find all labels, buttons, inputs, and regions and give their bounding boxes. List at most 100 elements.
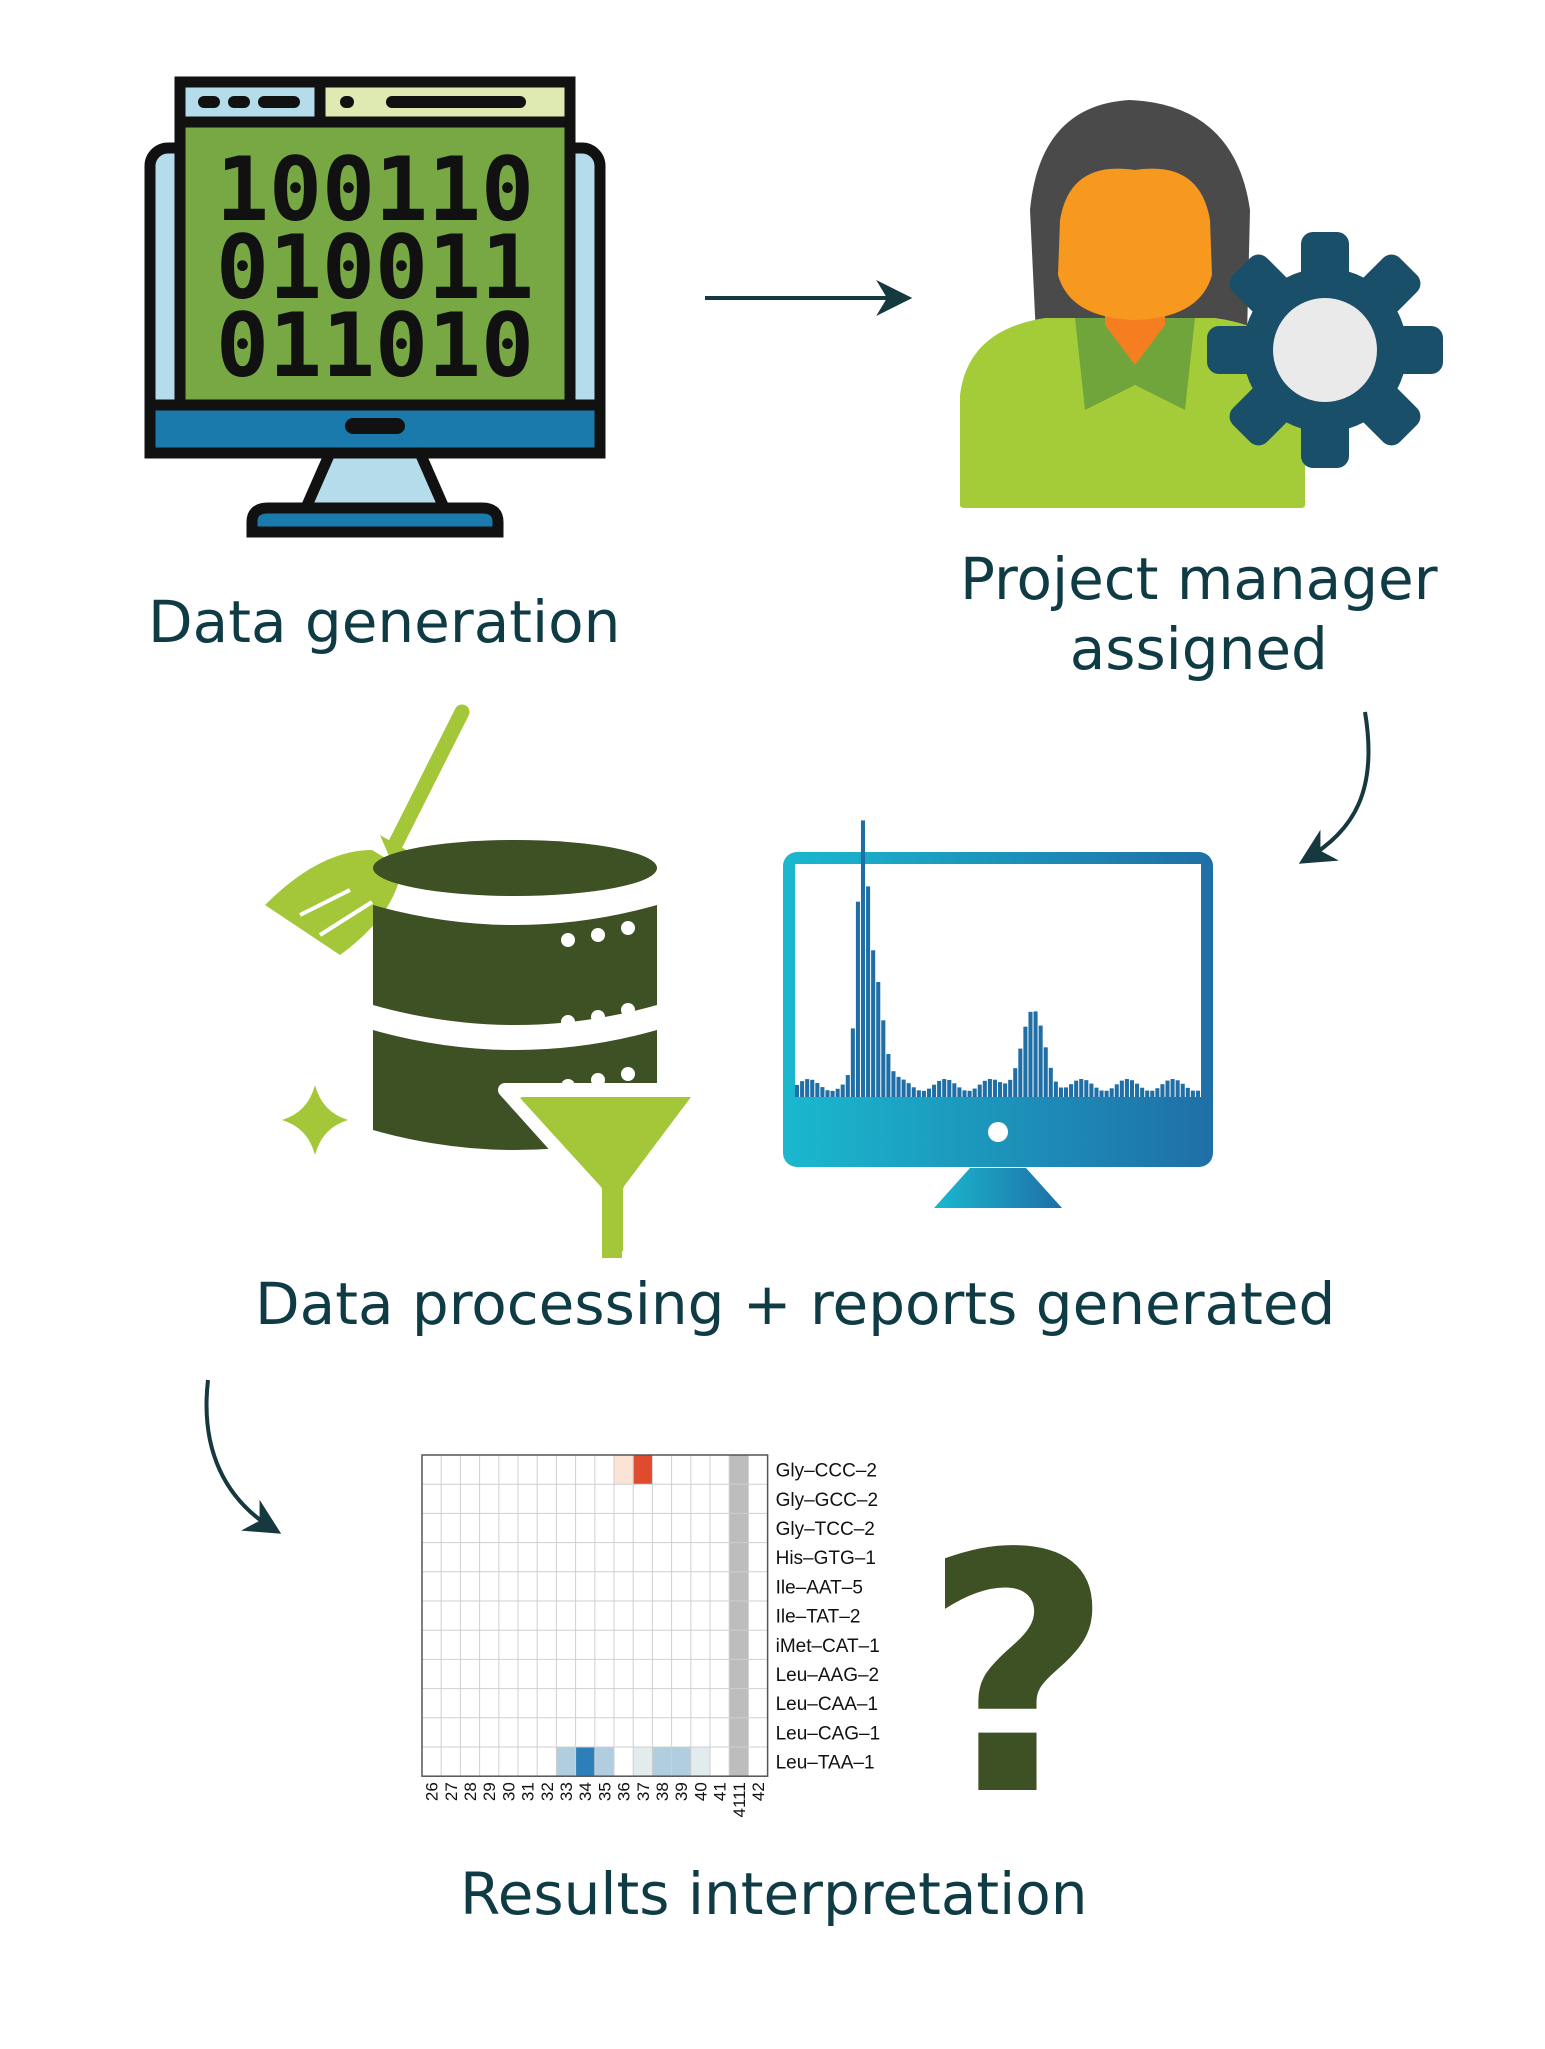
- histogram-bar: [1129, 1080, 1135, 1097]
- histogram-bar: [1033, 1011, 1038, 1097]
- heatmap-column-label: 36: [615, 1782, 634, 1801]
- gear-icon: [1207, 232, 1443, 468]
- histogram-bar: [1170, 1079, 1175, 1097]
- heatmap-cell: [652, 1747, 672, 1777]
- heatmap-column-label: 29: [480, 1782, 499, 1801]
- histogram-bar: [906, 1083, 911, 1097]
- question-mark: ?: [922, 1484, 1113, 1868]
- histogram-bar: [1165, 1080, 1170, 1097]
- heatmap-column-label: 39: [672, 1782, 691, 1801]
- heatmap-cell: [671, 1747, 691, 1777]
- heatmap-row-label: Leu–AAG–2: [776, 1665, 880, 1686]
- histogram-bar: [1043, 1047, 1048, 1097]
- histogram-bar: [932, 1084, 937, 1097]
- histogram-bar: [891, 1071, 896, 1097]
- histogram-bar: [805, 1079, 810, 1097]
- histogram-bar: [825, 1090, 830, 1097]
- histogram-bar: [911, 1087, 916, 1097]
- histogram-bar: [1074, 1080, 1079, 1097]
- histogram-bar: [982, 1080, 987, 1097]
- heatmap-row-label: Leu–CAG–1: [776, 1723, 881, 1744]
- heatmap-cell: [594, 1747, 614, 1777]
- histogram-bar: [850, 1028, 855, 1097]
- histogram-bar: [1018, 1048, 1023, 1097]
- heatmap-row-label: Leu–TAA–1: [776, 1753, 875, 1774]
- histogram-bar: [886, 1054, 891, 1097]
- histogram-bar: [1013, 1068, 1018, 1097]
- database-led: [621, 1067, 635, 1081]
- arrow-to-results: [204, 1379, 282, 1534]
- binary-row-3: 011010: [216, 294, 534, 397]
- label-project-manager-line1: Project manager: [960, 545, 1438, 613]
- heatmap-column-label: 27: [442, 1782, 461, 1801]
- heatmap-row-label: Gly–TCC–2: [776, 1519, 875, 1540]
- histogram-bar: [1038, 1025, 1043, 1097]
- heatmap-row-label: Ile–AAT–5: [776, 1577, 863, 1598]
- histogram-bar: [1150, 1090, 1155, 1097]
- histogram-bar: [926, 1088, 932, 1097]
- heatmap-column-label: 31: [519, 1782, 538, 1801]
- histogram-bar: [1053, 1081, 1058, 1097]
- histogram-bar: [1003, 1083, 1008, 1097]
- binary-row-1: 100110: [216, 138, 534, 241]
- histogram-bar: [1058, 1087, 1063, 1097]
- histogram-bar: [952, 1083, 957, 1097]
- label-project-manager-line2: assigned: [1069, 614, 1328, 683]
- histogram-bar: [1175, 1080, 1180, 1097]
- histogram-bar: [1028, 1011, 1033, 1097]
- heatmap-column-label: 28: [461, 1782, 480, 1801]
- heatmap-column-label: 34: [576, 1782, 595, 1801]
- heatmap-shaded-column: [729, 1455, 749, 1777]
- histogram-bar: [1079, 1079, 1084, 1097]
- histogram-bar: [1180, 1083, 1185, 1097]
- histogram-bar: [921, 1090, 926, 1097]
- histogram-bar: [1023, 1026, 1028, 1097]
- histogram-bar: [860, 820, 866, 1097]
- heatmap-row-label: Gly–GCC–2: [776, 1490, 878, 1511]
- histogram-bar: [942, 1079, 947, 1097]
- histogram-bar: [1109, 1088, 1114, 1097]
- histogram-bar: [1008, 1079, 1013, 1097]
- histogram-bar: [992, 1079, 997, 1097]
- label-results: Results interpretation: [460, 1860, 1088, 1928]
- heatmap-row-label: Ile–TAT–2: [776, 1607, 861, 1628]
- binary-row-2: 010011: [216, 216, 534, 319]
- heatmap-row-label: Leu–CAA–1: [776, 1694, 878, 1715]
- histogram-bar: [1048, 1067, 1053, 1097]
- heatmap-cell: [575, 1747, 595, 1777]
- histogram-bar: [1114, 1084, 1119, 1097]
- heatmap-column-label: 32: [538, 1782, 557, 1801]
- heatmap-column-label: 37: [634, 1782, 653, 1801]
- heatmap-cell: [614, 1455, 634, 1485]
- histogram-bar: [957, 1087, 962, 1097]
- heatmap-cell: [633, 1455, 653, 1485]
- histogram-bar: [820, 1087, 825, 1097]
- heatmap-border: [421, 1454, 769, 1777]
- histogram-bar: [835, 1088, 840, 1097]
- histogram-bar: [1089, 1083, 1094, 1097]
- histogram-bar: [1124, 1079, 1129, 1097]
- heatmap-cell: [556, 1747, 576, 1777]
- histogram-bar: [1190, 1090, 1195, 1097]
- histogram-bar: [1155, 1088, 1160, 1097]
- heatmap-column-label: 33: [557, 1782, 576, 1801]
- histogram-bar: [962, 1090, 967, 1097]
- histogram-bar: [815, 1082, 820, 1097]
- histogram-bar: [1140, 1087, 1145, 1097]
- histogram-bar: [1104, 1090, 1109, 1097]
- heatmap-column-label: 42: [749, 1782, 768, 1801]
- histogram-bar: [866, 886, 871, 1097]
- arrow-to-processing: [1298, 711, 1371, 864]
- histogram-bar: [987, 1078, 992, 1097]
- histogram-bar: [871, 950, 876, 1097]
- histogram-bar: [1195, 1090, 1200, 1097]
- histogram-bar: [1063, 1087, 1069, 1097]
- histogram-bar: [998, 1082, 1003, 1097]
- histogram-bar: [830, 1090, 835, 1097]
- histogram-bar: [967, 1090, 972, 1097]
- histogram-bar: [1084, 1080, 1089, 1097]
- heatmap-column-label: 35: [595, 1782, 614, 1801]
- heatmap-row-label: iMet–CAT–1: [776, 1636, 880, 1657]
- histogram-bar: [1069, 1084, 1074, 1097]
